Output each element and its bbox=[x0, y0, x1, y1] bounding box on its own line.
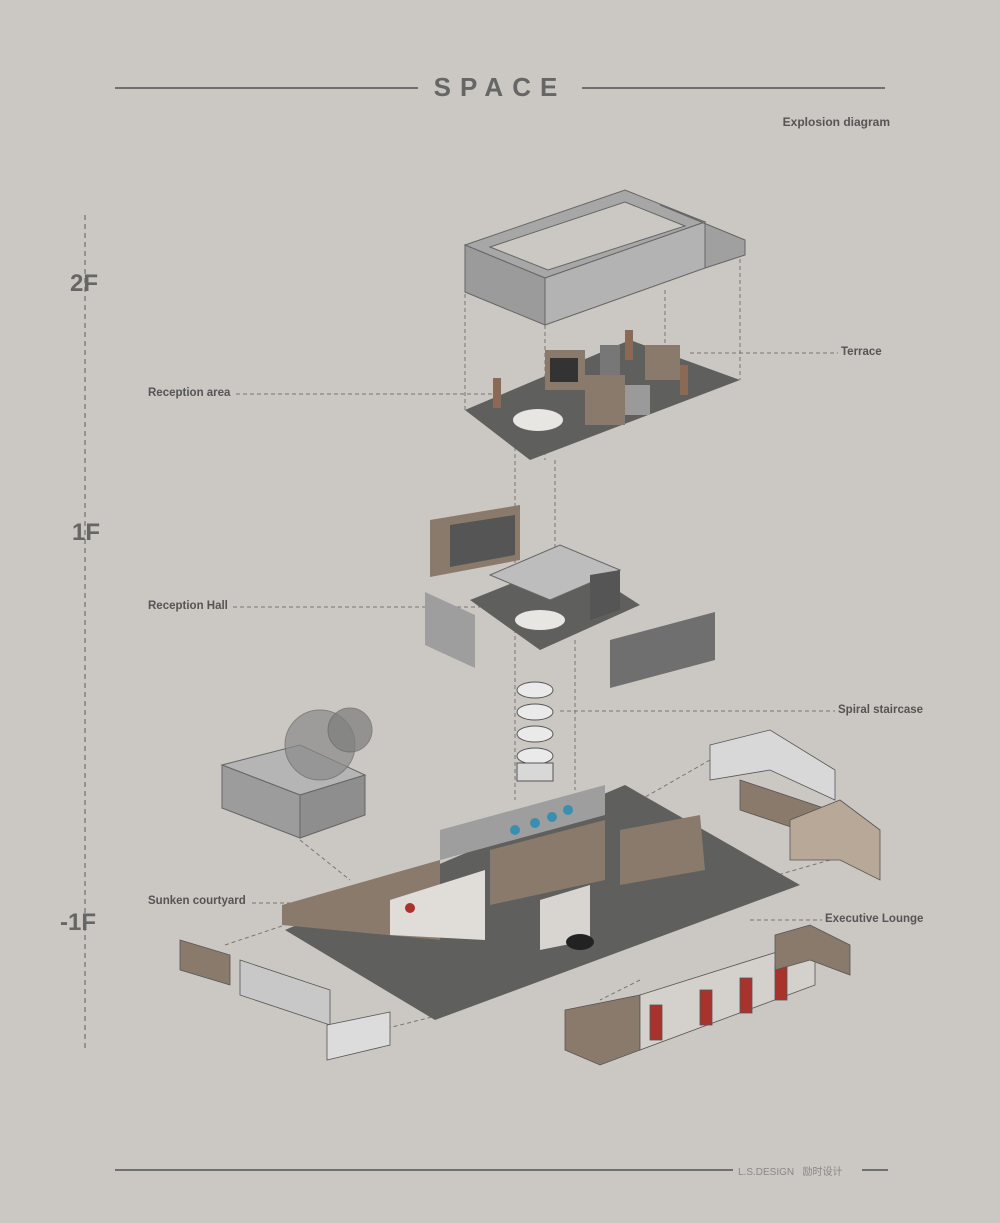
spiral-staircase bbox=[516, 681, 554, 782]
label-spiral-staircase: Spiral staircase bbox=[838, 704, 924, 716]
footer-rule-left bbox=[115, 1169, 733, 1171]
floor-b1 bbox=[282, 785, 800, 1020]
header-rule-left bbox=[115, 87, 418, 89]
page-title: SPACE bbox=[433, 72, 567, 102]
footer-brand-cn: 励时设计 bbox=[802, 1167, 843, 1178]
floor-2f bbox=[465, 330, 740, 460]
footer-rule-right bbox=[862, 1169, 888, 1171]
level-label-2f: 2F bbox=[70, 270, 99, 297]
roof-frame bbox=[463, 189, 746, 326]
floor-1f bbox=[425, 505, 715, 688]
label-sunken-courtyard: Sunken courtyard bbox=[148, 895, 246, 907]
label-terrace: Terrace bbox=[841, 346, 882, 358]
label-reception-area: Reception area bbox=[148, 387, 231, 399]
label-executive-lounge: Executive Lounge bbox=[825, 913, 924, 925]
exploded-walls bbox=[179, 729, 881, 1066]
page-subtitle: Explosion diagram bbox=[782, 115, 890, 129]
sunken-courtyard-box bbox=[220, 707, 373, 839]
level-label-b1: -1F bbox=[60, 909, 96, 936]
footer-brand: L.S.DESIGN bbox=[738, 1167, 795, 1178]
header-rule-right bbox=[582, 87, 885, 89]
label-reception-hall: Reception Hall bbox=[148, 600, 228, 612]
footer-credit: L.S.DESIGN 励时设计 bbox=[738, 1163, 842, 1178]
level-label-1f: 1F bbox=[72, 519, 101, 546]
